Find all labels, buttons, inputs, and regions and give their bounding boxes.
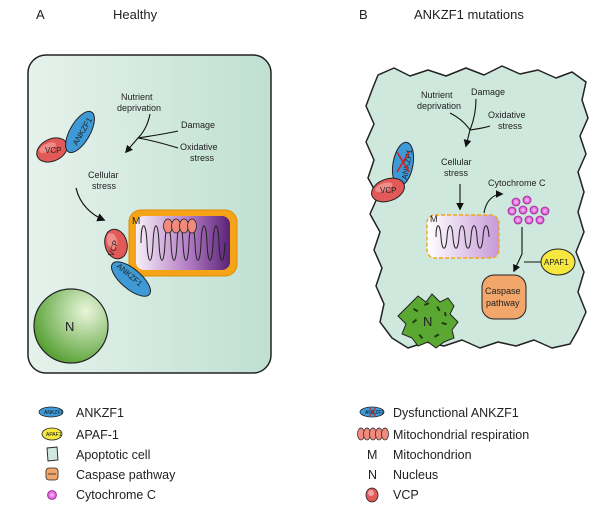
- b-nucleus-fragments: [411, 302, 447, 340]
- a-nutrient-text-1: Nutrient: [121, 92, 153, 102]
- legend-left: ANKZF1 ANKZF1 APAF1 APAF-1 Apoptotic cel…: [38, 406, 176, 502]
- legend-apaf1-icon-text: APAF1: [46, 432, 62, 438]
- a-mito-m-label: M: [132, 216, 140, 227]
- a-oxidative-text-2: stress: [190, 153, 215, 163]
- b-caspase-box: [481, 274, 527, 320]
- a-cellular-arrow: [75, 187, 106, 222]
- legend-cytochrome-c-label: Cytochrome C: [76, 488, 156, 502]
- legend-apoptotic-cell-label: Apoptotic cell: [76, 448, 150, 462]
- a-stress-arrow: [124, 137, 139, 154]
- b-mito-m-label: M: [430, 214, 438, 224]
- legend-mitochondrial-respiration-icon: [357, 427, 389, 441]
- a-nucleus-label: N: [65, 319, 74, 334]
- a-nutrient-text-2: deprivation: [117, 103, 161, 113]
- legend-vcp-icon: [365, 487, 379, 503]
- panel-b-title: ANKZF1 mutations: [414, 7, 524, 22]
- legend-mitochondrion-label: Mitochondrion: [393, 448, 472, 462]
- legend-m-letter: M: [367, 448, 377, 462]
- b-cellular-text-1: Cellular: [441, 157, 472, 167]
- a-vcp-bottom-icon: VCP: [104, 228, 128, 260]
- legend-apaf1-icon: APAF1: [41, 427, 63, 441]
- b-oxidative-text-2: stress: [498, 121, 523, 131]
- legend-n-letter: N: [368, 468, 377, 482]
- b-dysfunctional-ankzf1-icon: ANKZF1: [391, 141, 414, 187]
- a-mitochondrion: [128, 209, 238, 277]
- b-nucleus-label: N: [423, 314, 432, 329]
- b-nutrient-text-1: Nutrient: [421, 90, 453, 100]
- b-cytochrome-release-arrow: [483, 190, 504, 214]
- b-stress-converging-lines: [449, 98, 491, 131]
- b-oxidative-text-1: Oxidative: [488, 110, 526, 120]
- b-apaf1-label: APAF1: [544, 258, 569, 267]
- legend-ankzf1-icon: ANKZF1: [38, 406, 64, 418]
- legend-apoptotic-cell-icon: [46, 446, 59, 462]
- legend-ankzf1-icon-text: ANKZF1: [44, 410, 63, 416]
- b-caspase-text-1: Caspase: [485, 286, 521, 296]
- b-mitochondrion: [426, 214, 500, 259]
- legend-dysfunctional-ankzf1-label: Dysfunctional ANKZF1: [393, 406, 519, 420]
- b-stress-arrow: [463, 129, 472, 148]
- a-cellular-text-2: stress: [92, 181, 117, 191]
- legend-cytochrome-c-icon: [47, 490, 57, 500]
- b-cytochrome-c-cluster: [507, 195, 550, 225]
- legend-nucleus-label: Nucleus: [393, 468, 438, 482]
- legend-caspase-pathway-icon: [45, 467, 59, 481]
- a-stress-converging-lines: [137, 113, 179, 149]
- panel-a-letter: A: [36, 7, 45, 22]
- a-vcp-top-label: VCP: [45, 146, 61, 155]
- a-mitochondrial-respiration-icon: [163, 218, 197, 234]
- mutant-cell: [365, 65, 589, 349]
- legend-vcp-label: VCP: [393, 488, 419, 502]
- panel-b-letter: B: [359, 7, 368, 22]
- legend-mitochondrial-respiration-label: Mitochondrial respiration: [393, 428, 529, 442]
- legend-caspase-pathway-label: Caspase pathway: [76, 468, 176, 482]
- legend-dysfunctional-ankzf1-icon: ANKZF1: [359, 406, 385, 418]
- b-fragmented-nucleus: [397, 293, 459, 349]
- a-nucleus: [33, 288, 109, 364]
- b-caspase-arrow: [513, 227, 523, 273]
- a-oxidative-text-1: Oxidative: [180, 142, 218, 152]
- b-apaf1-icon: [540, 248, 576, 276]
- panel-a-title: Healthy: [113, 7, 158, 22]
- legend-apaf1-label: APAF-1: [76, 428, 119, 442]
- b-cellular-text-2: stress: [444, 168, 469, 178]
- legend-right: ANKZF1 Dysfunctional ANKZF1 Mitochondria…: [357, 406, 529, 503]
- b-nutrient-text-2: deprivation: [417, 101, 461, 111]
- b-cytochrome-text: Cytochrome C: [488, 178, 546, 188]
- a-cellular-text-1: Cellular: [88, 170, 119, 180]
- b-vcp-icon: VCP: [371, 177, 405, 203]
- a-damage-text: Damage: [181, 120, 215, 130]
- b-caspase-text-2: pathway: [486, 298, 520, 308]
- legend-dysfunctional-ankzf1-icon-text: ANKZF1: [365, 410, 384, 416]
- legend-ankzf1-label: ANKZF1: [76, 406, 124, 420]
- b-vcp-label: VCP: [380, 186, 396, 195]
- b-damage-text: Damage: [471, 87, 505, 97]
